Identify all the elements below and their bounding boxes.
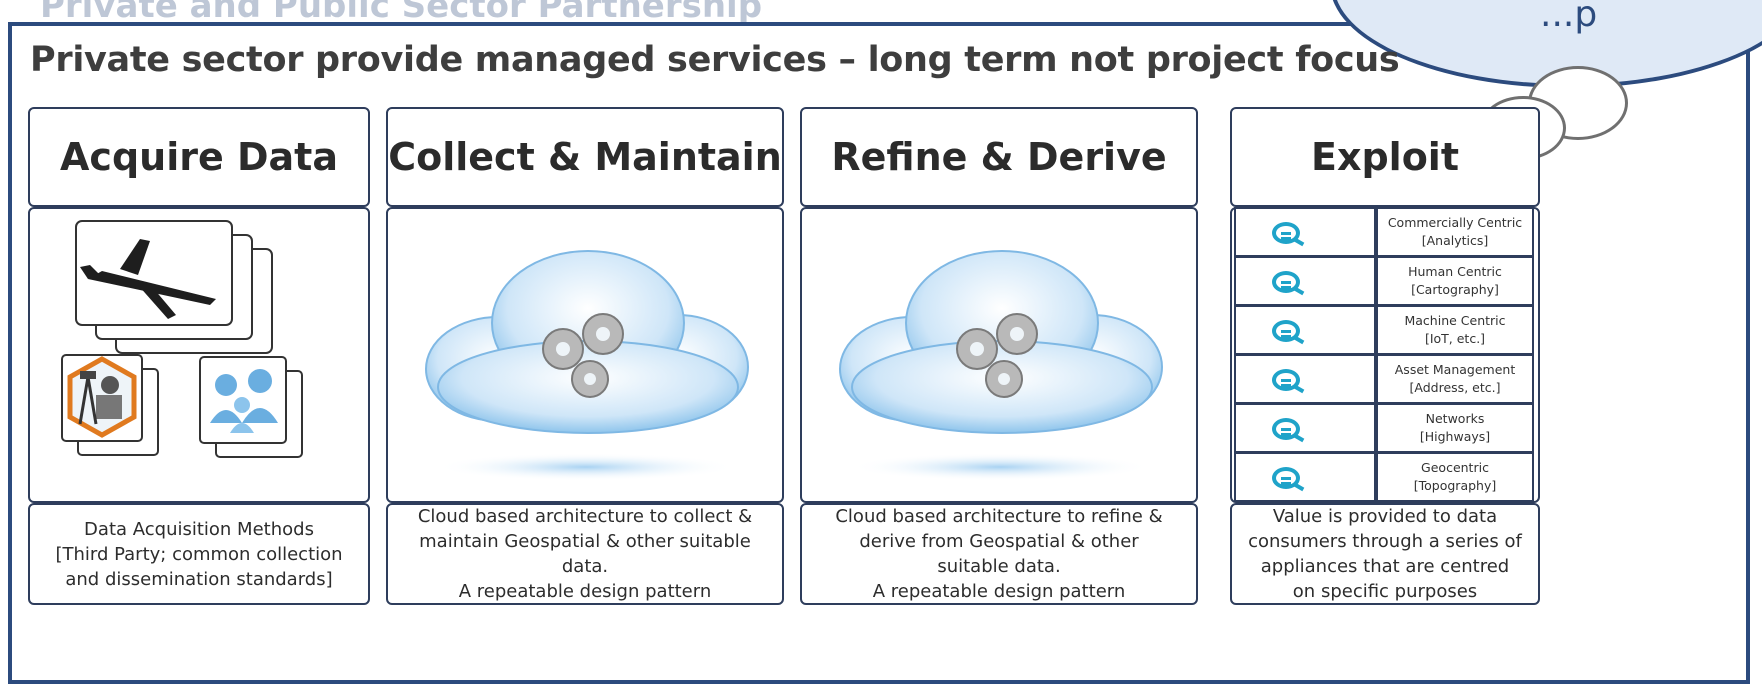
collect-maintain-image-panel — [386, 207, 784, 503]
background-heading-fragment: Private and Public Sector Partnership — [40, 0, 763, 26]
collect-maintain-header: Collect & Maintain — [386, 107, 784, 207]
cloud-gears-icon — [425, 250, 749, 481]
exploit-item-asset-management: Asset Management[Address, etc.] — [1376, 354, 1534, 404]
chat-bubble-icon — [1234, 452, 1376, 502]
exploit-item-networks: Networks[Highways] — [1376, 403, 1534, 453]
exploit-item-geocentric: Geocentric[Topography] — [1376, 452, 1534, 502]
exploit-item-human-centric: Human Centric[Cartography] — [1376, 256, 1534, 306]
acquire-data-description: Data Acquisition Methods [Third Party; c… — [28, 503, 370, 605]
chat-bubble-icon — [1234, 305, 1376, 355]
acquisition-methods-illustration — [61, 220, 303, 458]
chat-bubble-icon — [1234, 207, 1376, 257]
exploit-item-commercially-centric: Commercially Centric[Analytics] — [1376, 207, 1534, 257]
acquire-data-image-panel — [28, 207, 370, 503]
surveyor-card-stack-icon — [61, 354, 159, 456]
exploit-description: Value is provided to data consumers thro… — [1230, 503, 1540, 605]
refine-derive-description: Cloud based architecture to refine & der… — [800, 503, 1198, 605]
exploit-header: Exploit — [1230, 107, 1540, 207]
speech-bubble-text: ...p — [1540, 0, 1598, 35]
people-group-card-stack-icon — [199, 356, 303, 458]
exploit-item-machine-centric: Machine Centric[IoT, etc.] — [1376, 305, 1534, 355]
refine-derive-header: Refine & Derive — [800, 107, 1198, 207]
refine-derive-image-panel — [800, 207, 1198, 503]
slide-title: Private sector provide managed services … — [30, 40, 1400, 80]
collect-maintain-description: Cloud based architecture to collect & ma… — [386, 503, 784, 605]
acquire-data-header: Acquire Data — [28, 107, 370, 207]
chat-bubble-icon — [1234, 256, 1376, 306]
chat-bubble-icon — [1234, 354, 1376, 404]
drone-card-stack-icon — [75, 220, 273, 354]
chat-bubble-icon — [1234, 403, 1376, 453]
cloud-gears-icon — [839, 250, 1163, 481]
